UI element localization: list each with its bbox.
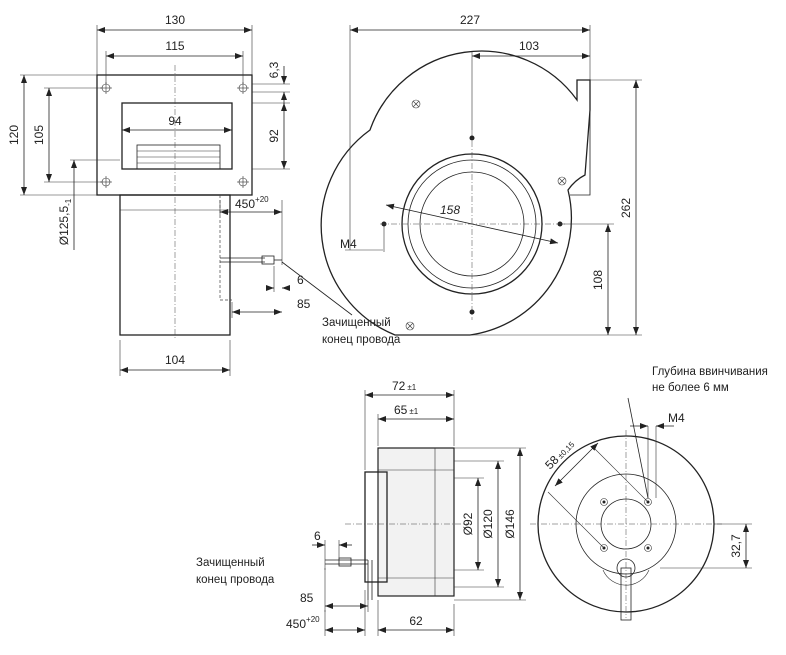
note-stripped-wire-line1: Зачищенный <box>322 317 391 329</box>
impeller-housing <box>377 447 455 597</box>
dim-104: 104 <box>165 353 185 367</box>
note-screw-depth-line2: не более 6 мм <box>652 382 729 394</box>
dim-450-bottom-tolerance: +20 <box>306 615 320 624</box>
dim-d120: Ø120 <box>481 509 495 539</box>
dim-115: 115 <box>165 39 184 53</box>
note-stripped-wire-bottom-line2: конец провода <box>196 574 275 586</box>
dim-6-3: 6,3 <box>267 61 281 78</box>
dim-92: 92 <box>267 129 281 143</box>
outlet-opening <box>121 102 233 170</box>
motor-body <box>364 471 388 583</box>
cable-gland <box>616 558 636 578</box>
dim-m4-front: M4 <box>668 411 685 425</box>
dim-72: 72 <box>392 379 406 393</box>
dim-6-bottom: 6 <box>314 529 321 543</box>
dim-32-7: 32,7 <box>729 534 743 558</box>
view-motor-front: 58±0,15 M4 Глубина ввинчивания не более … <box>530 366 768 621</box>
dim-125-5-tolerance: -1 <box>64 198 73 206</box>
dim-94: 94 <box>168 114 182 128</box>
dim-65-tolerance: ±1 <box>409 407 418 416</box>
scroll-housing <box>320 50 591 336</box>
dim-158: 158 <box>440 203 460 217</box>
dim-85: 85 <box>297 297 311 311</box>
dim-450-tolerance: +20 <box>255 195 269 204</box>
dim-103: 103 <box>519 39 539 53</box>
dim-125-5: Ø125,5 <box>57 206 71 246</box>
dim-85-bottom: 85 <box>300 591 314 605</box>
note-stripped-wire-bottom-line1: Зачищенный <box>196 557 265 569</box>
dim-58-tolerance: ±0,15 <box>556 440 577 461</box>
note-stripped-wire-line2: конец провода <box>322 334 401 346</box>
dim-120: 120 <box>7 125 21 145</box>
mounting-flange <box>96 74 253 196</box>
svg-text:65±1: 65±1 <box>394 403 419 417</box>
svg-text:450+20: 450+20 <box>235 195 269 211</box>
dim-130: 130 <box>165 13 185 27</box>
housing-screws <box>405 99 567 331</box>
dim-108: 108 <box>591 270 605 290</box>
dim-6: 6 <box>297 273 304 287</box>
svg-text:Ø125,5-1: Ø125,5-1 <box>57 198 73 245</box>
dim-d92: Ø92 <box>461 512 475 535</box>
dim-d146: Ø146 <box>503 509 517 539</box>
view-side: 158 M4 227 103 262 108 <box>320 13 642 336</box>
dim-450: 450 <box>235 197 255 211</box>
flange-holes <box>100 82 249 188</box>
view-front: 130 115 94 6,3 92 120 105 Ø125,5-1 <box>7 13 401 376</box>
svg-text:72±1: 72±1 <box>392 379 417 393</box>
svg-text:450+20: 450+20 <box>286 615 320 631</box>
dim-450-bottom: 450 <box>286 617 306 631</box>
note-screw-depth-line1: Глубина ввинчивания <box>652 366 768 378</box>
view-motor-side: 72±1 65±1 Ø92 Ø120 Ø146 6 85 4 <box>196 379 526 636</box>
dim-227: 227 <box>460 13 480 27</box>
wire-path-hidden <box>219 195 232 301</box>
dim-105: 105 <box>32 125 46 145</box>
dim-72-tolerance: ±1 <box>407 383 416 392</box>
dim-m4-side: M4 <box>340 237 357 251</box>
dim-65: 65 <box>394 403 408 417</box>
dim-262: 262 <box>619 198 633 218</box>
dim-62: 62 <box>409 614 423 628</box>
